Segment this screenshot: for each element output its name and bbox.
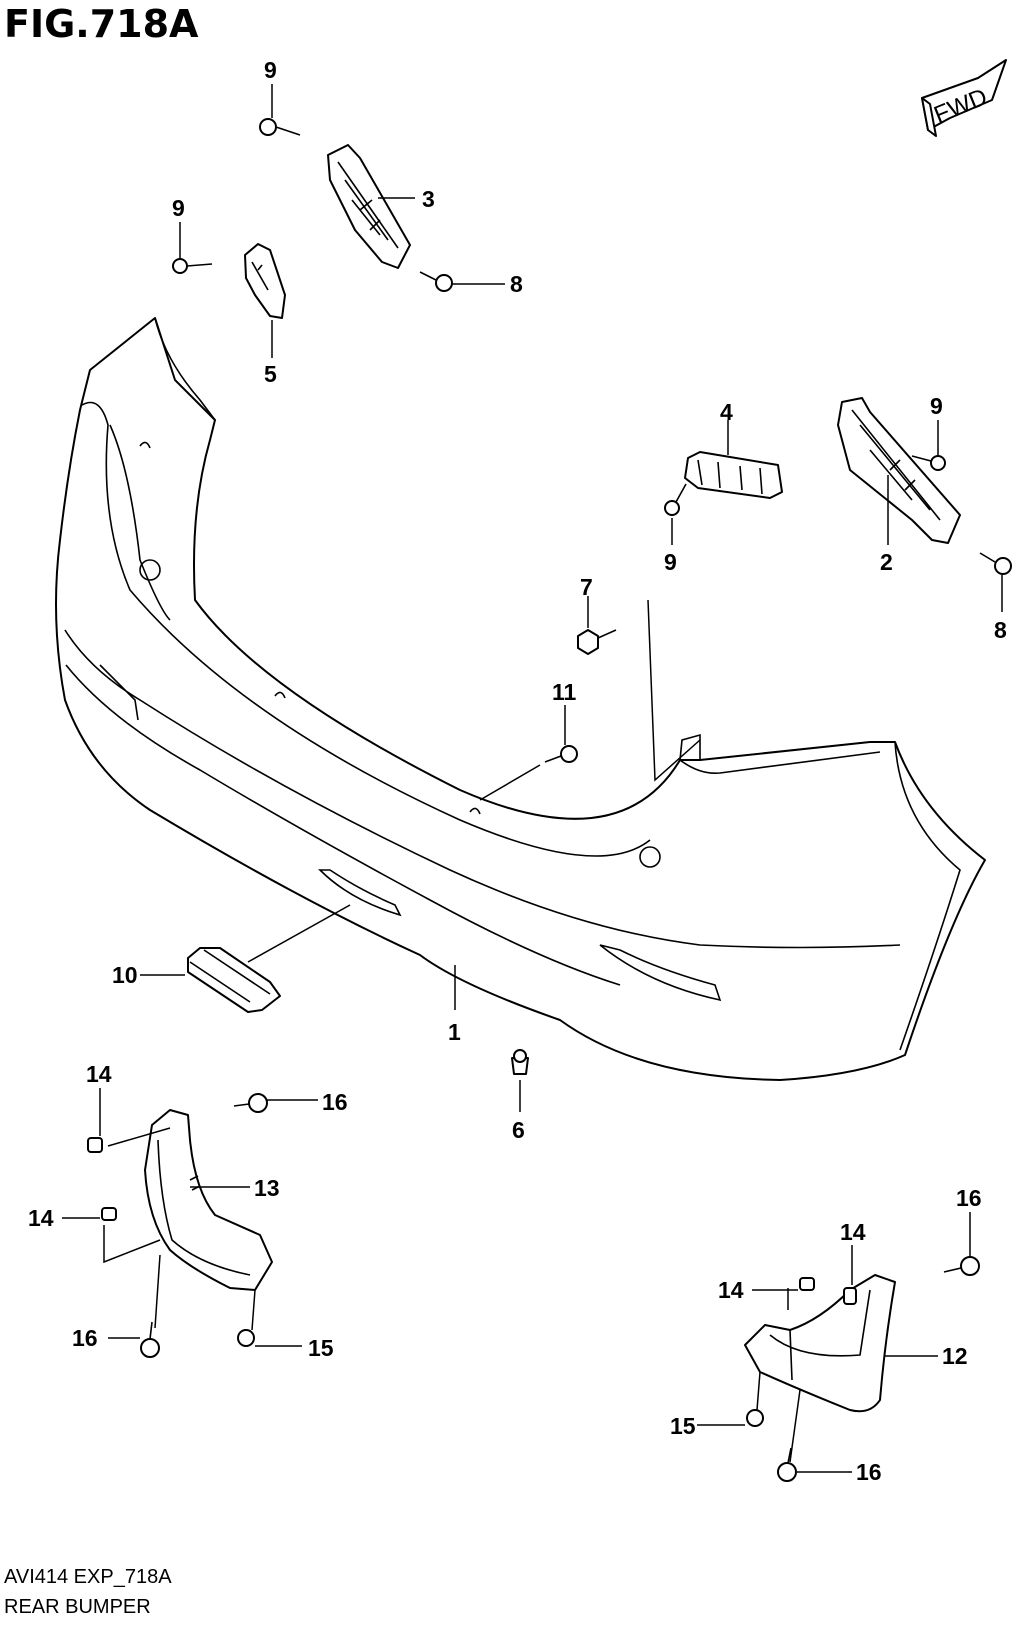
rear-bumper[interactable]	[55, 317, 986, 1081]
callout-9d: 9	[664, 549, 677, 575]
callout-labels: 1 2 3 4 5 6 7 8 8 9 9 9 9 10 11 12 13 14…	[28, 57, 1007, 1485]
bracket-right[interactable]	[837, 397, 961, 544]
callout-2: 2	[880, 549, 893, 575]
callout-16c: 16	[956, 1185, 982, 1211]
callout-15b: 15	[670, 1413, 696, 1439]
callout-15a: 15	[308, 1335, 334, 1361]
bolt-icon	[577, 629, 617, 655]
mudflap-right[interactable]	[744, 1274, 896, 1413]
callout-3: 3	[422, 186, 435, 212]
callout-11: 11	[552, 679, 577, 705]
callout-10: 10	[112, 962, 138, 988]
callout-8b: 8	[994, 617, 1007, 643]
leader-lines	[62, 84, 1003, 1473]
mudflap-left[interactable]	[144, 1109, 273, 1291]
callout-16a: 16	[322, 1089, 348, 1115]
callout-14b: 14	[28, 1205, 54, 1231]
figure-code: AVI414 EXP_718A	[4, 1566, 172, 1588]
callout-1: 1	[448, 1019, 461, 1045]
figure-name: REAR BUMPER	[4, 1596, 151, 1618]
callout-9c: 9	[930, 393, 943, 419]
bracket-left[interactable]	[327, 144, 411, 269]
callout-12: 12	[942, 1343, 968, 1369]
fwd-arrow-icon: FWD	[921, 59, 1007, 137]
reflector[interactable]	[187, 947, 281, 1013]
callout-9b: 9	[172, 195, 185, 221]
callout-16d: 16	[856, 1459, 882, 1485]
callout-14c: 14	[840, 1219, 866, 1245]
callout-4: 4	[720, 399, 733, 425]
callout-13: 13	[254, 1175, 280, 1201]
callout-7: 7	[580, 574, 593, 600]
callout-6: 6	[512, 1117, 525, 1143]
callout-14a: 14	[86, 1061, 112, 1087]
callout-16b: 16	[72, 1325, 98, 1351]
figure-title: FIG.718A	[4, 2, 199, 46]
bracket-center[interactable]	[684, 451, 783, 499]
callout-8a: 8	[510, 271, 523, 297]
clip-icon	[87, 1049, 857, 1427]
callout-5: 5	[264, 361, 277, 387]
callout-14d: 14	[718, 1277, 744, 1303]
screw-icon	[140, 118, 1012, 1482]
callout-9a: 9	[264, 57, 277, 83]
bracket-side[interactable]	[244, 243, 286, 319]
